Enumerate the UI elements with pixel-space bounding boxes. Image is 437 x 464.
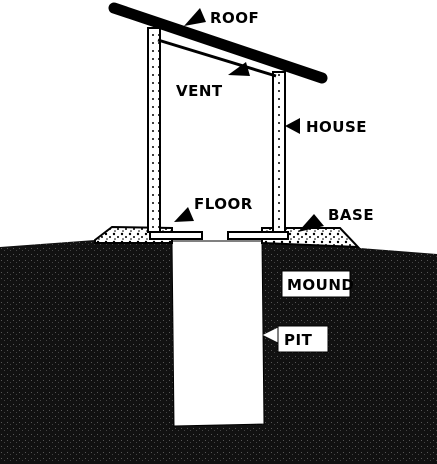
floor-slab-left	[149, 231, 203, 240]
pit-label-plate	[277, 325, 329, 353]
roof-arrow	[184, 8, 206, 26]
roof-label: ROOF	[210, 9, 259, 27]
base-label: BASE	[328, 206, 374, 224]
floor-label: FLOOR	[194, 195, 253, 213]
mound-label: MOUND	[287, 276, 354, 294]
pit-opening	[171, 240, 265, 427]
floor-arrow	[174, 207, 194, 222]
floor-slab-right	[227, 231, 289, 240]
house-post-left	[147, 27, 161, 233]
house-post-right	[272, 71, 286, 233]
house-arrow	[285, 118, 300, 134]
roof-beam	[108, 2, 328, 84]
vent-arrow	[228, 62, 250, 76]
pit-label: PIT	[284, 331, 313, 349]
vent-bar	[157, 38, 277, 78]
base-arrow	[298, 214, 324, 232]
vent-label: VENT	[176, 82, 223, 100]
mound-label-plate	[281, 270, 351, 298]
house-label: HOUSE	[306, 118, 367, 136]
